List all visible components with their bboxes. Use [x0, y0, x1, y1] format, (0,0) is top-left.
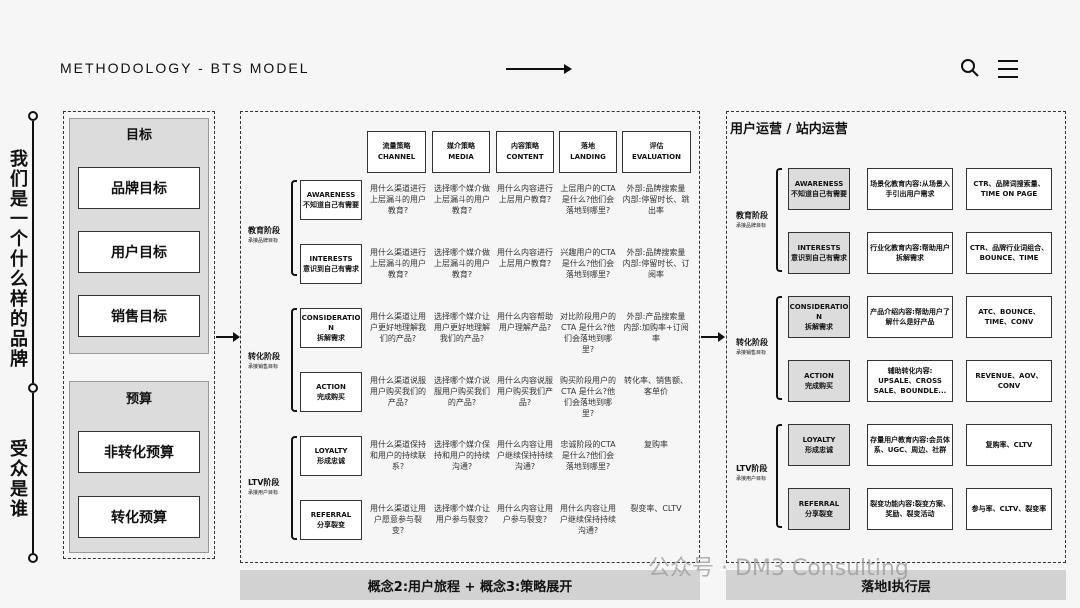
- right-stage-box: CONSIDERATIO N 拆解需求: [788, 296, 850, 338]
- strategy-cell: 用什么内容帮助用户理解产品?: [497, 312, 553, 332]
- phase-education: 教育阶段承接品牌目标: [248, 226, 280, 244]
- strategy-cell: 用什么内容说服用户购买我们产品?: [497, 376, 553, 407]
- arrow-middle-to-right: [701, 332, 725, 342]
- phase-conversion: 转化阶段承接销售目标: [248, 352, 280, 370]
- stage-box: LOYALTY 形成忠诚: [300, 436, 362, 476]
- goal-sales: 销售目标: [78, 295, 200, 337]
- stage-box: INTERESTS 意识到自己有需求: [300, 244, 362, 284]
- strategy-cell: 外部:产品搜索量 内部:加购率+订阅率: [623, 312, 689, 343]
- right-metric-box: REVENUE、AOV、CONV: [966, 360, 1052, 402]
- strategy-cell: 外部:品牌搜索量 内部:停留时长、订阅率: [622, 248, 690, 279]
- right-stage-box: AWARENESS 不知道自己有需要: [788, 168, 850, 210]
- strategy-cell: 裂变率、CLTV: [630, 504, 682, 513]
- axis-dot-top: [28, 111, 38, 121]
- arrow-left-to-middle: [216, 332, 240, 342]
- right-bracket-ltv: [776, 424, 782, 528]
- page-title: METHODOLOGY - BTS MODEL: [60, 60, 310, 76]
- strategy-cell: 用什么渠道让用户更好地理解我们的产品?: [370, 312, 426, 343]
- right-stage-box: LOYALTY 形成忠诚: [788, 424, 850, 466]
- stage-box: ACTION 完成购买: [300, 372, 362, 412]
- right-metric-box: 参与率、CLTV、裂变率: [966, 488, 1052, 530]
- right-title: 用户运营 / 站内运营: [730, 122, 848, 137]
- strategy-cell: 上层用户的CTA 是什么?他们会落地到哪里?: [560, 184, 616, 215]
- strategy-cell: 兴趣用户的CTA 是什么?他们会落地到哪里?: [560, 248, 616, 279]
- axis-dot-mid: [28, 383, 38, 393]
- right-content-box: 场景化教育内容:从场景入手引出用户需求: [867, 168, 953, 210]
- right-metric-box: 复购率、CLTV: [966, 424, 1052, 466]
- budget-title: 预算: [125, 392, 152, 407]
- strategy-cell: 选择哪个媒介做上层漏斗的用户教育?: [434, 184, 490, 215]
- strategy-cell: 用什么内容让用户继续保持持续沟通?: [560, 504, 616, 535]
- strategy-cell: 转化率、销售额、客单价: [624, 376, 688, 396]
- axis-line-2: [32, 393, 34, 553]
- stage-box: AWARENESS 不知道自己有需要: [300, 180, 362, 220]
- vertical-label-brand: 我们是一个什么样的品牌: [10, 149, 28, 370]
- strategy-cell: 用什么渠道进行上层漏斗的用户教育?: [370, 184, 426, 215]
- budget-conversion: 转化预算: [78, 496, 200, 538]
- strategy-cell: 选择哪个媒介让用户参与裂变?: [434, 504, 490, 524]
- strategy-cell: 购买阶段用户的 CTA 是什么?他们会落地到哪里?: [560, 376, 616, 418]
- strategy-cell: 复购率: [644, 440, 668, 449]
- strategy-cell: 对比阶段用户的 CTA 是什么?他们会落地到哪里?: [560, 312, 616, 354]
- right-phase-conversion: 转化阶段承接销售目标: [736, 338, 768, 356]
- right-panel: [726, 111, 1066, 563]
- axis-line-1: [32, 121, 34, 383]
- bracket-ltv: [291, 436, 297, 540]
- strategy-cell: 选择哪个媒介保持和用户的持续沟通?: [434, 440, 490, 471]
- strategy-cell: 用什么渠道让用户愿意参与裂变?: [370, 504, 426, 535]
- stage-box: REFERRAL 分享裂变: [300, 500, 362, 540]
- right-stage-box: REFERRAL 分享裂变: [788, 488, 850, 530]
- strategy-cell: 选择哪个媒介让用户更好地理解我们的产品?: [434, 312, 490, 343]
- strategy-cell: 用什么内容让用户继续保持持续沟通?: [497, 440, 553, 471]
- search-icon[interactable]: [960, 58, 980, 78]
- middle-footer: 概念2:用户旅程 + 概念3:策略展开: [240, 570, 700, 600]
- budget-non-conversion: 非转化预算: [78, 431, 200, 473]
- right-content-box: 辅助转化内容: UPSALE、CROSS SALE、BOUNDLE...: [867, 360, 953, 402]
- goals-title: 目标: [125, 128, 152, 143]
- strategy-cell: 用什么渠道保持和用户的持续联系?: [370, 440, 426, 471]
- vertical-label-audience: 受众是谁: [10, 439, 28, 520]
- right-content-box: 产品介绍内容:帮助用户了解什么是好产品: [867, 296, 953, 338]
- strategy-cell: 用什么渠道说服用户购买我们的产品?: [370, 376, 426, 407]
- strategy-cell: 忠诚阶段的CTA是什么?他们会落地到哪里?: [560, 440, 616, 471]
- right-content-box: 裂变功能内容:裂变方案、奖励、裂变活动: [867, 488, 953, 530]
- middle-panel: [240, 111, 700, 563]
- strategy-cell: 外部:品牌搜索量 内部:停留时长、跳出率: [622, 184, 690, 215]
- right-content-box: 存量用户教育内容:会员体系、UGC、周边、社群: [867, 424, 953, 466]
- axis-dot-bottom: [28, 553, 38, 563]
- phase-ltv: LTV阶段承接用户目标: [248, 478, 280, 496]
- strategy-cell: 用什么渠道进行上层漏斗的用户教育?: [370, 248, 426, 279]
- strategy-cell: 用什么内容进行上层用户教育?: [497, 248, 553, 268]
- goal-brand: 品牌目标: [78, 167, 200, 209]
- left-panel: [63, 111, 215, 559]
- right-phase-education: 教育阶段承接品牌目标: [736, 211, 768, 229]
- watermark: 公众号 · DM3 Consulting: [648, 556, 909, 581]
- strategy-cell: 用什么内容进行上层用户教育?: [497, 184, 553, 204]
- right-content-box: 行业化教育内容:帮助用户拆解需求: [867, 232, 953, 274]
- menu-icon[interactable]: [998, 60, 1018, 78]
- strategy-cell: 用什么内容让用户参与裂变?: [497, 504, 553, 524]
- bracket-education: [291, 180, 297, 276]
- right-footer: 落地l执行层: [726, 570, 1066, 600]
- bracket-conversion: [291, 308, 297, 412]
- right-metric-box: ATC、BOUNCE、TIME、CONV: [966, 296, 1052, 338]
- strategy-cell: 选择哪个媒介做上层漏斗的用户教育?: [434, 248, 490, 279]
- stage-box: CONSIDERATIO N 拆解需求: [300, 308, 362, 348]
- right-phase-ltv: LTV阶段承接用户目标: [736, 464, 768, 482]
- right-bracket-education: [776, 168, 782, 272]
- right-stage-box: ACTION 完成购买: [788, 360, 850, 402]
- right-metric-box: CTR、品牌词搜索量、TIME ON PAGE: [966, 168, 1052, 210]
- right-bracket-conversion: [776, 296, 782, 400]
- goal-user: 用户目标: [78, 231, 200, 273]
- header-arrow: [506, 64, 572, 74]
- strategy-cell: 选择哪个媒介说服用户购买我们的产品?: [434, 376, 490, 407]
- right-stage-box: INTERESTS 意识到自己有需求: [788, 232, 850, 274]
- right-metric-box: CTR、品牌行业词组合、BOUNCE、TIME: [966, 232, 1052, 274]
